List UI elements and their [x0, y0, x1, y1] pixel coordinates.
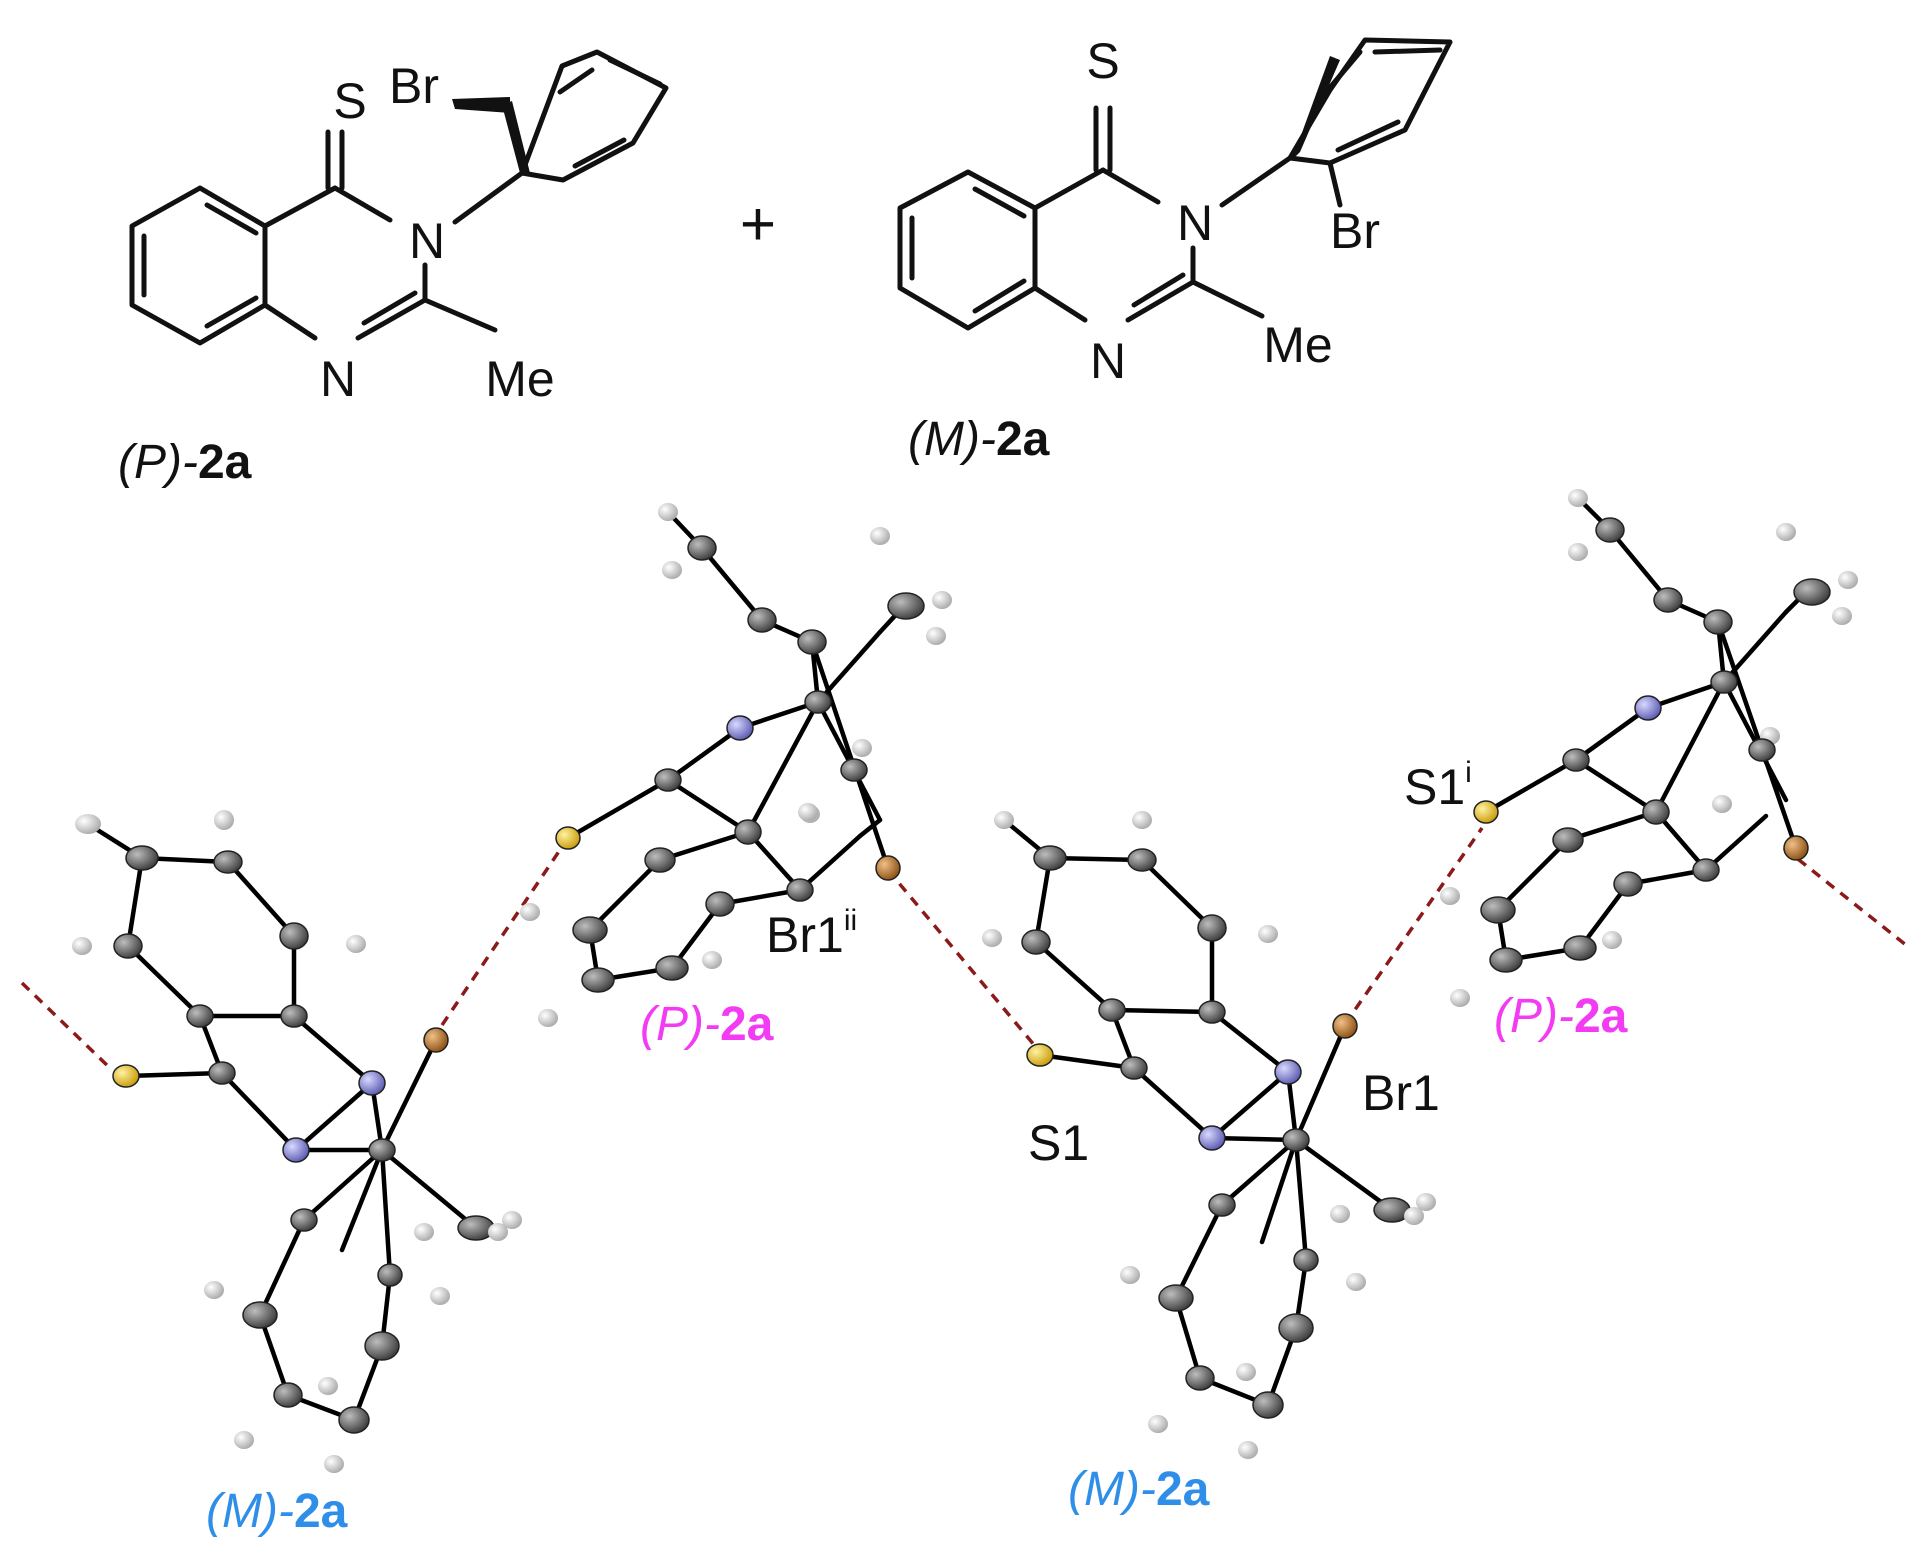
p-atom-br: Br	[389, 58, 439, 114]
caption-p-2a-middle: (P)-2a	[640, 998, 774, 1051]
m-atom-n1: N	[1090, 333, 1126, 389]
structure-p-2a: S N N Br Me (P)-2a	[118, 49, 669, 489]
m-atom-br: Br	[1330, 203, 1380, 259]
molecule-p-2a-middle	[520, 503, 952, 1027]
p-atom-s: S	[333, 73, 366, 129]
plus-sign: +	[740, 190, 776, 259]
label-s1-i: S1i	[1404, 756, 1472, 815]
p-substituent-me: Me	[485, 351, 554, 407]
label-br1: Br1	[1362, 1065, 1440, 1121]
m-atom-n3: N	[1177, 195, 1213, 251]
hydrogen-bonds	[20, 826, 1908, 1072]
crystal-packing: Br1ii S1 Br1 S1i (P)-2a (M)-2a (M)-2a (P…	[20, 489, 1908, 1538]
p-atom-n3: N	[409, 213, 445, 269]
label-br1-ii: Br1ii	[766, 904, 857, 963]
structure-m-2a: S N N Br Me (M)-2a	[897, 33, 1453, 466]
molecule-p-2a-right	[1440, 489, 1858, 1007]
molecule-m-2a-left	[72, 810, 522, 1473]
caption-p-2a-right: (P)-2a	[1494, 990, 1628, 1043]
molecule-m-2a-right	[982, 811, 1436, 1459]
m-caption: (M)-2a	[908, 413, 1050, 466]
p-atom-n1: N	[320, 351, 356, 407]
caption-m-2a-left: (M)-2a	[206, 1485, 348, 1538]
label-s1: S1	[1028, 1115, 1089, 1171]
p-caption: (P)-2a	[118, 436, 252, 489]
caption-m-2a-right: (M)-2a	[1068, 1463, 1210, 1516]
m-atom-s: S	[1086, 33, 1119, 89]
m-substituent-me: Me	[1263, 317, 1332, 373]
